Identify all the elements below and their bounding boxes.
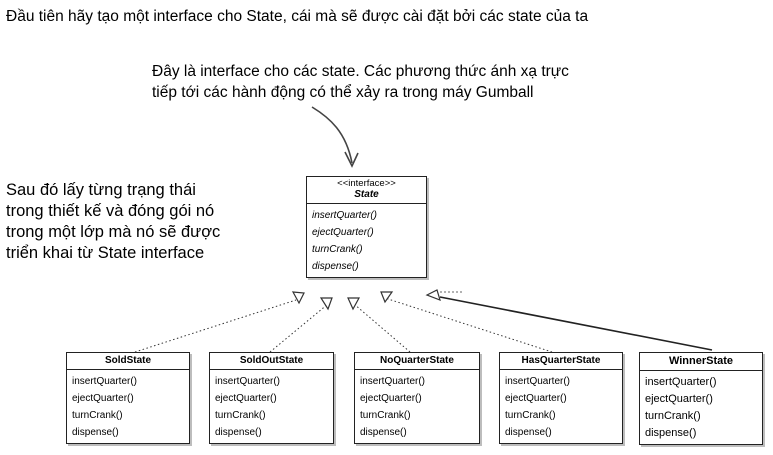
class-method: dispense(): [215, 427, 262, 438]
heading-annotation: Đầu tiên hãy tạo một interface cho State…: [6, 8, 589, 25]
class-method: ejectQuarter(): [360, 393, 422, 404]
interface-annotation: Đây là interface cho các state. Các phươ…: [152, 63, 569, 101]
interface-stereotype: <<interface>>: [337, 178, 396, 189]
class-box-soldoutstate: SoldOutState insertQuarter() ejectQuarte…: [209, 352, 334, 444]
realization-head-winner: [425, 289, 441, 301]
interface-method: turnCrank(): [312, 244, 363, 255]
realization-head-soldout: [319, 297, 333, 311]
class-method: insertQuarter(): [215, 376, 281, 387]
interface-state-box: <<interface>> State insertQuarter() ejec…: [306, 176, 427, 278]
class-name: NoQuarterState: [380, 355, 454, 366]
class-box-soldstate: SoldState insertQuarter() ejectQuarter()…: [66, 352, 190, 444]
class-method: dispense(): [505, 427, 552, 438]
interface-name: State: [354, 189, 379, 200]
interface-method: ejectQuarter(): [312, 227, 374, 238]
class-box-noquarterstate: NoQuarterState insertQuarter() ejectQuar…: [354, 352, 480, 444]
interface-method: dispense(): [312, 261, 359, 272]
class-method: ejectQuarter(): [72, 393, 134, 404]
annotation-pointer-arrow: [311, 106, 353, 164]
class-method: turnCrank(): [72, 410, 123, 421]
class-name: HasQuarterState: [521, 355, 601, 366]
class-method: dispense(): [72, 427, 119, 438]
class-method: insertQuarter(): [505, 376, 571, 387]
class-method: insertQuarter(): [360, 376, 426, 387]
class-method: ejectQuarter(): [645, 393, 713, 405]
class-name: WinnerState: [668, 355, 734, 367]
realization-line-hasquarter: [384, 297, 553, 353]
class-method: ejectQuarter(): [505, 393, 567, 404]
class-annotation: Sau đó lấy từng trạng thái trong thiết k…: [6, 181, 221, 262]
realization-line-winner: [439, 296, 713, 351]
class-method: insertQuarter(): [72, 376, 138, 387]
class-name: SoldState: [104, 355, 152, 366]
realization-head-hasquarter: [380, 291, 394, 304]
class-method: turnCrank(): [645, 410, 701, 422]
class-method: insertQuarter(): [645, 376, 717, 388]
realization-line-sold: [134, 299, 297, 353]
class-box-winnerstate: WinnerState insertQuarter() ejectQuarter…: [639, 352, 763, 445]
class-method: turnCrank(): [505, 410, 556, 421]
class-method: turnCrank(): [360, 410, 411, 421]
class-method: ejectQuarter(): [215, 393, 277, 404]
class-method: dispense(): [360, 427, 407, 438]
interface-method: insertQuarter(): [312, 210, 378, 221]
class-method: turnCrank(): [215, 410, 266, 421]
class-method: dispense(): [645, 427, 697, 439]
realization-line-noquarter: [353, 303, 411, 353]
realization-line-soldout: [269, 303, 329, 353]
class-box-hasquarterstate: HasQuarterState insertQuarter() ejectQua…: [499, 352, 623, 444]
annotation-pointer-arrowhead: [344, 151, 359, 168]
realization-head-sold: [291, 291, 305, 305]
class-name: SoldOutState: [239, 355, 304, 366]
realization-head-noquarter: [347, 297, 361, 311]
